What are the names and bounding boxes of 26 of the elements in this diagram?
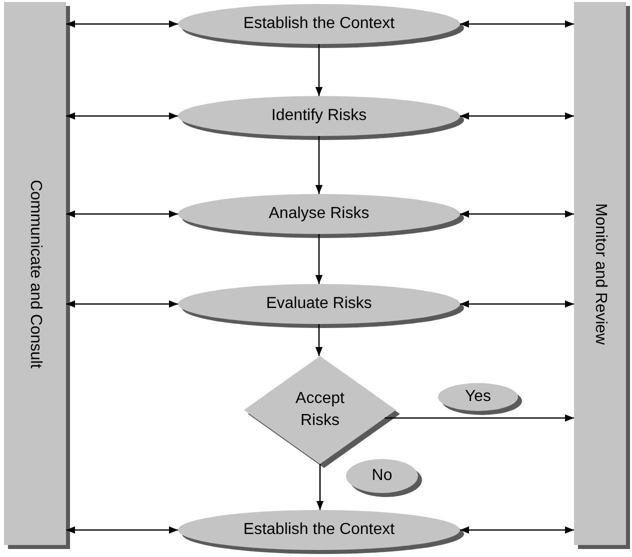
node-label: Analyse Risks	[268, 205, 370, 223]
connector-arrow	[316, 464, 324, 510]
node-label: Establish the Context	[243, 15, 395, 33]
node-label: Evaluate Risks	[266, 295, 372, 313]
connector-arrow	[66, 20, 178, 28]
node-label: Identify Risks	[271, 107, 367, 125]
connector-arrow	[460, 210, 574, 218]
connector-arrow	[315, 234, 323, 284]
connector-arrow	[66, 210, 178, 218]
connector-arrow	[315, 136, 323, 194]
node-label: Establish the Context	[243, 521, 395, 539]
connector-arrow	[460, 112, 574, 120]
connector-arrow	[460, 20, 574, 28]
connector-arrow	[66, 526, 178, 534]
band-label: Monitor and Review	[591, 202, 609, 344]
node-label: No	[372, 467, 392, 485]
connector-arrow	[315, 324, 323, 356]
node-label: Accept Risks	[294, 389, 346, 431]
connector-arrow	[66, 300, 178, 308]
node-label: Yes	[464, 388, 492, 406]
connector-arrow	[66, 112, 178, 120]
connector-arrow	[460, 526, 574, 534]
connector-arrow	[460, 300, 574, 308]
band-label: Communicate and Consult	[26, 179, 44, 368]
connector-arrow	[315, 44, 323, 96]
connector-arrow	[384, 414, 574, 422]
